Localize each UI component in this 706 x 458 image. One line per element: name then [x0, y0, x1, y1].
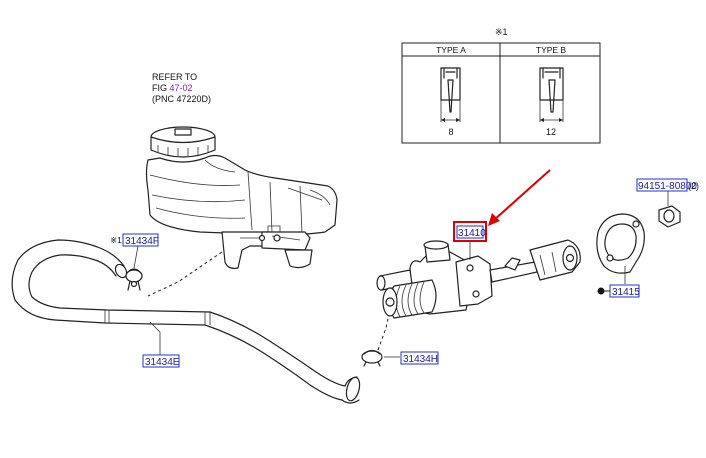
- clutch-master-cylinder-illustration: [376, 239, 581, 319]
- fig-link[interactable]: 47-02: [170, 83, 193, 93]
- hose-clip-f-icon: [125, 268, 143, 291]
- type-a-dimension: 8: [448, 127, 453, 137]
- svg-text:31410: 31410: [458, 228, 486, 239]
- refer-note: REFER TO FIG 47-02 (PNC 47220D): [152, 72, 211, 104]
- hose-clip-h-icon: [361, 349, 383, 367]
- reservoir-tank-illustration: [145, 126, 338, 269]
- part-label-94151-80800[interactable]: 94151-80800: [636, 178, 697, 192]
- type-b-header: TYPE B: [536, 45, 567, 55]
- svg-text:31415: 31415: [612, 287, 640, 298]
- type-b-dimension: 12: [546, 127, 556, 137]
- dashed-leader-reservoir: [147, 251, 223, 297]
- note-mark-top: ※1: [495, 27, 508, 37]
- svg-text:31434F: 31434F: [125, 236, 159, 247]
- clip-type-a-icon: [440, 67, 461, 122]
- svg-text:31434E: 31434E: [145, 357, 180, 368]
- refer-line-1: REFER TO: [152, 72, 197, 82]
- bullet-marker: [597, 287, 605, 295]
- type-table: TYPE A TYPE B 8 12: [401, 42, 601, 144]
- part-label-31410[interactable]: 31410: [453, 221, 487, 242]
- note-mark-f: ※1: [110, 235, 122, 245]
- quantity-94151: (2): [688, 181, 699, 191]
- part-label-31434e[interactable]: 31434E: [142, 354, 180, 368]
- svg-text:94151-80800: 94151-80800: [638, 181, 697, 192]
- highlight-arrow: [488, 169, 551, 226]
- gasket-illustration: [596, 213, 645, 274]
- part-label-31434f[interactable]: 31434F: [122, 233, 159, 247]
- svg-text:31434H: 31434H: [403, 354, 438, 365]
- type-a-header: TYPE A: [436, 45, 466, 55]
- nut-illustration: [658, 205, 681, 228]
- refer-line-3: (PNC 47220D): [152, 94, 211, 104]
- clip-type-b-icon: [539, 67, 564, 122]
- hose-illustration: [11, 239, 361, 404]
- refer-line-2: FIG 47-02: [152, 83, 193, 93]
- part-label-31415[interactable]: 31415: [597, 284, 641, 298]
- leader-lines: [133, 190, 669, 358]
- part-label-31434h[interactable]: 31434H: [400, 351, 439, 365]
